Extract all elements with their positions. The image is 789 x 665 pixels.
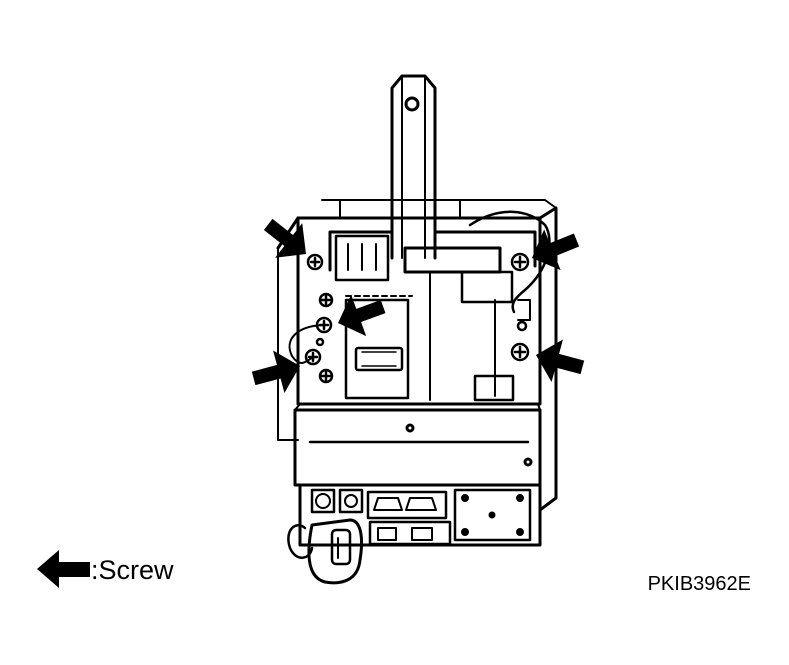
screws	[288, 252, 530, 384]
screw-small-2	[318, 368, 334, 384]
connector-plug	[287, 518, 364, 585]
legend-label: :Screw	[91, 555, 174, 585]
legend: :Screw	[37, 550, 174, 588]
arrow-upper-left-icon	[263, 218, 306, 258]
arrow-left-icon	[37, 550, 90, 588]
screw-upper-right	[510, 252, 530, 272]
screw-arrows	[251, 218, 585, 393]
figure-code: PKIB3962E	[648, 573, 751, 595]
screw-lower-right	[510, 342, 530, 362]
arrow-lower-left-icon	[251, 350, 300, 393]
screw-small-1	[318, 292, 334, 308]
mounting-bracket	[328, 74, 537, 272]
arrow-middle-left-icon	[338, 294, 386, 337]
arrow-upper-right-icon	[532, 229, 580, 271]
lower-housing	[293, 403, 542, 547]
arrow-lower-right-icon	[536, 339, 585, 382]
screw-upper-left	[306, 253, 324, 271]
